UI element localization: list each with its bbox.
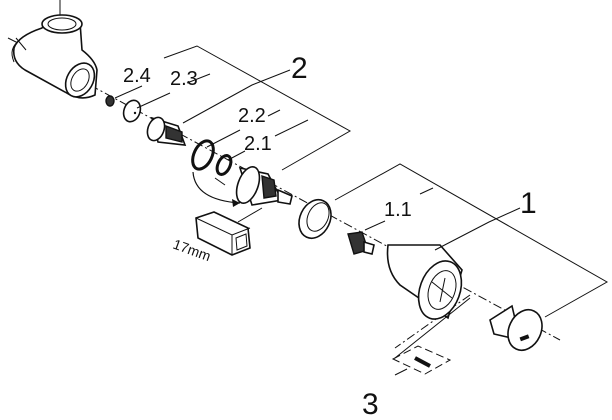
label-part-2-3: 2.3 [170, 68, 198, 90]
label-part-1-1: 1.1 [384, 199, 412, 221]
label-assembly-1: 1 [520, 187, 537, 220]
socket-leader [237, 207, 263, 223]
headpart-cartridge [235, 166, 293, 206]
part-cover-ring [298, 198, 332, 240]
part-1-1-adapter [347, 231, 375, 255]
label-part-3: 3 [362, 388, 379, 420]
part-o-ring-large [191, 139, 215, 171]
small-arrow [214, 177, 226, 186]
tee-fitting [7, 0, 98, 99]
part-2-4-washer [105, 95, 115, 107]
label-part-2-1: 2.1 [244, 133, 272, 155]
label-part-2-4: 2.4 [123, 65, 151, 87]
label-part-2-2: 2.2 [238, 105, 266, 127]
arrow-head-icon [232, 199, 240, 207]
rotation-arrow [192, 171, 241, 204]
part-2-3-seal [122, 99, 142, 123]
part-2-2-insert [146, 116, 187, 146]
socket-wrench-17mm [195, 211, 251, 256]
part-2-1-o-ring [215, 154, 233, 176]
label-assembly-2: 2 [291, 52, 308, 85]
part-3-screw-group [391, 297, 471, 376]
part-3-axis [394, 294, 471, 349]
part-handle-knob [386, 244, 463, 320]
bracket-assembly-1 [334, 163, 609, 318]
part-index-cap [489, 304, 543, 351]
bracket-assembly-2 [114, 45, 352, 171]
